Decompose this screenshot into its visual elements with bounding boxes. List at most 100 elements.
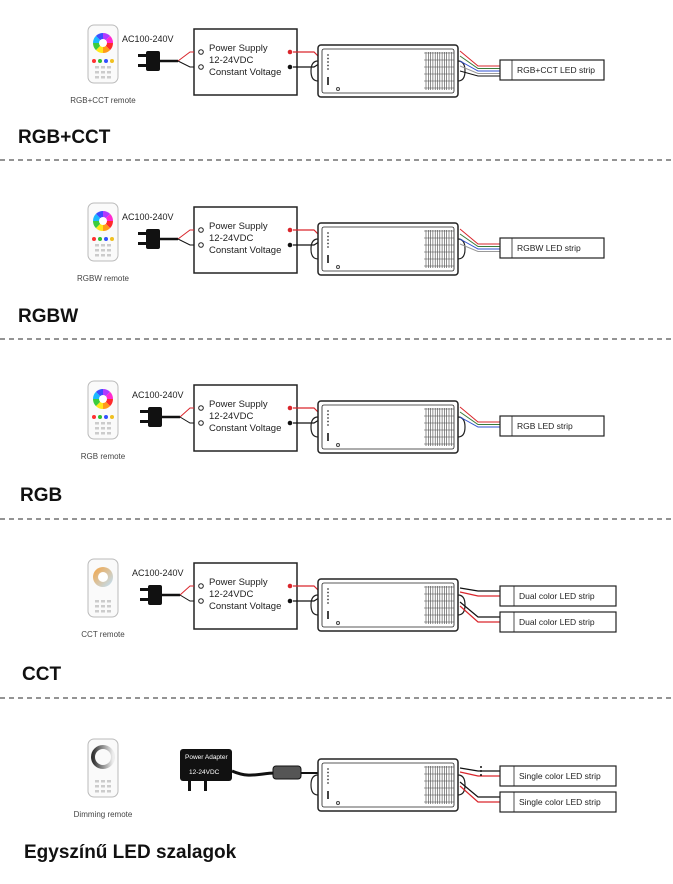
led-strip-label: Single color LED strip <box>519 797 601 807</box>
output-wire <box>459 238 500 250</box>
mount-ear <box>310 60 319 82</box>
remote-key <box>107 432 111 435</box>
output-wire <box>459 65 500 74</box>
controller-inner <box>321 762 455 808</box>
section-heading: RGB <box>20 485 62 506</box>
remote-label: RGB+CCT remote <box>70 96 136 105</box>
section-heading: RGB+CCT <box>18 127 111 148</box>
output-wire <box>459 55 500 69</box>
plug-icon <box>148 407 162 427</box>
led-strip <box>499 791 617 813</box>
led-strip-label: Single color LED strip <box>519 771 601 781</box>
led-strip <box>499 765 617 787</box>
controller-button <box>327 255 329 263</box>
controller-button <box>327 433 329 441</box>
terminal-dot <box>198 598 204 604</box>
ac-input-label: AC100-240V <box>122 212 174 222</box>
ac-wire <box>179 585 194 596</box>
remote-button <box>98 415 102 419</box>
terminal-dot <box>287 583 293 589</box>
power-supply-mode: Constant Voltage <box>209 245 281 256</box>
remote-key <box>95 785 99 788</box>
wheel-center <box>99 39 107 47</box>
output-wire <box>459 416 500 428</box>
controller-inner <box>321 48 455 94</box>
input-terminal <box>327 775 329 777</box>
ac-input-label: AC100-240V <box>132 390 184 400</box>
adapter-prong <box>188 781 191 791</box>
section-heading: Egyszínű LED szalagok <box>24 842 237 863</box>
controller-led <box>336 87 340 91</box>
power-supply-box <box>193 206 298 274</box>
plug-icon <box>148 585 162 605</box>
remote-button <box>98 237 102 241</box>
power-supply-mode: Constant Voltage <box>209 423 281 434</box>
remote-key <box>95 605 99 608</box>
ellipsis-dot <box>480 770 482 772</box>
output-wire <box>459 587 500 592</box>
output-wire <box>459 767 500 772</box>
terminal-dot <box>287 227 293 233</box>
remote-key <box>95 780 99 783</box>
remote-key <box>107 600 111 603</box>
controller-box <box>317 578 459 632</box>
controller-led <box>336 621 340 625</box>
mount-ear <box>457 774 466 796</box>
plug-prong <box>138 54 147 57</box>
mount-ear <box>457 238 466 260</box>
remote-key <box>95 249 99 252</box>
input-terminal <box>327 235 329 238</box>
remote-button <box>92 237 96 241</box>
remote-key <box>107 249 111 252</box>
input-terminal <box>327 232 329 234</box>
output-wire <box>459 781 500 798</box>
controller-led <box>336 443 340 447</box>
remote-key <box>95 244 99 247</box>
input-terminal <box>327 588 329 590</box>
remote-key <box>107 610 111 613</box>
ac-input-label: AC100-240V <box>122 34 174 44</box>
remote-key <box>95 71 99 74</box>
mount-ear <box>457 594 466 616</box>
adapter-cable <box>231 769 276 777</box>
controller-led <box>336 265 340 269</box>
input-terminal <box>327 602 329 604</box>
remote-key <box>95 600 99 603</box>
remote-key <box>107 422 111 425</box>
remote-key <box>101 66 105 69</box>
plug-prong <box>138 64 147 67</box>
power-supply-voltage: 12-24VDC <box>209 233 253 244</box>
terminal-dot <box>198 64 204 70</box>
terminal-dot <box>287 405 293 411</box>
remote-key <box>95 76 99 79</box>
output-wire <box>459 406 500 423</box>
terminal-dot <box>198 405 204 411</box>
remote-button <box>110 415 114 419</box>
remote-key <box>95 254 99 257</box>
input-terminal <box>327 64 329 67</box>
dc-jack-icon <box>272 765 302 780</box>
output-wire <box>459 785 500 803</box>
plug-icon <box>146 51 160 71</box>
mount-ear <box>310 594 319 616</box>
led-strip-label: RGB LED strip <box>517 421 573 431</box>
ac-wire <box>177 60 194 68</box>
remote-key <box>107 71 111 74</box>
mount-ear <box>310 416 319 438</box>
remote-label: RGBW remote <box>77 274 130 283</box>
input-terminal <box>327 246 329 248</box>
controller-inner <box>321 582 455 628</box>
remote-key <box>101 780 105 783</box>
dim-wheel <box>91 745 115 769</box>
remote-key <box>101 249 105 252</box>
plug-prong <box>140 420 149 423</box>
power-supply-title: Power Supply <box>209 577 268 588</box>
remote-button <box>110 237 114 241</box>
remote-key <box>107 244 111 247</box>
terminal-dot <box>198 49 204 55</box>
controller-box <box>317 400 459 454</box>
